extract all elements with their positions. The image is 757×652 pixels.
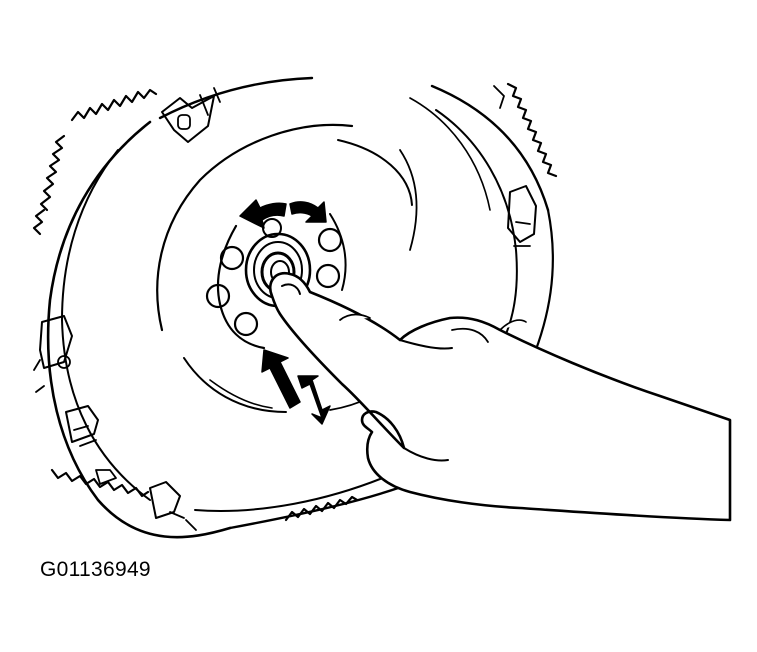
bolt-hole [205,283,231,309]
rotation-arrow-icon [239,199,327,229]
figure-id-caption: G01136949 [40,558,151,581]
bolt-hole [219,245,245,271]
bolt-hole [233,311,259,337]
push-arrow-icon [261,349,331,425]
ring-gear-icon [32,82,558,522]
hand-icon [269,271,732,522]
bolt-hole [315,263,341,289]
bolt-hole [317,227,343,253]
